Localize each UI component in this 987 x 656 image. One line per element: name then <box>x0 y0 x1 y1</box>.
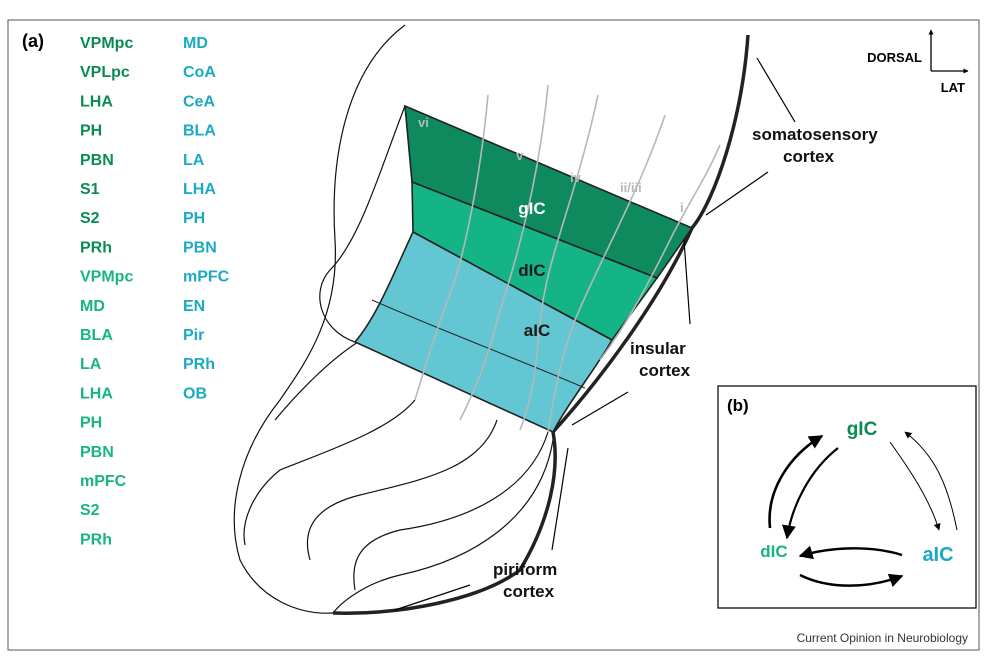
insular-leader-top <box>684 240 690 324</box>
afferent-col2-6: PH <box>183 210 205 227</box>
afferent-col1-medium-1: MD <box>80 298 105 315</box>
afferent-col2-1: CoA <box>183 64 216 81</box>
panel-b-aic-label: aIC <box>922 544 953 566</box>
afferent-col2-9: EN <box>183 298 205 315</box>
layer-vi-label: vi <box>418 115 429 130</box>
afferent-col1-dark-4: PBN <box>80 152 114 169</box>
somatosensory-leader-bottom <box>706 172 768 215</box>
afferent-col1-medium-3: LA <box>80 356 102 373</box>
fold-line-3 <box>307 420 497 560</box>
dic-label: dIC <box>518 261 545 280</box>
dorsal-label: DORSAL <box>867 50 922 65</box>
afferent-col1-medium-4: LHA <box>80 385 113 402</box>
afferent-col2-4: LA <box>183 152 205 169</box>
gic-label: gIC <box>518 199 545 218</box>
credit-text: Current Opinion in Neurobiology <box>797 631 968 645</box>
afferent-col1-medium-0: VPMpc <box>80 269 133 286</box>
afferent-col1-medium-7: mPFC <box>80 473 127 490</box>
afferent-col2-5: LHA <box>183 181 216 198</box>
afferent-col2-0: MD <box>183 35 208 52</box>
insular-label-line2: cortex <box>639 361 691 380</box>
aic-label: aIC <box>524 321 550 340</box>
panel-b-label: (b) <box>727 396 749 415</box>
somatosensory-label-line1: somatosensory <box>752 125 878 144</box>
panel-a-label: (a) <box>22 31 44 51</box>
afferent-col1-dark-7: PRh <box>80 239 112 256</box>
layer-ii-iii-label: ii/iii <box>620 180 642 195</box>
afferent-col1-dark-5: S1 <box>80 181 100 198</box>
afferent-col2-7: PBN <box>183 239 217 256</box>
afferent-col2-12: OB <box>183 385 207 402</box>
insular-leader-bottom <box>572 392 628 425</box>
somatosensory-leader-top <box>757 58 795 122</box>
panel-b: (b) gIC dIC aIC <box>718 386 976 608</box>
insular-label-line1: insular <box>630 339 686 358</box>
afferent-col1-medium-6: PBN <box>80 444 114 461</box>
afferent-col2-11: PRh <box>183 356 215 373</box>
layer-i-label: i <box>680 200 684 215</box>
afferent-list-column-1: VPMpcVPLpcLHAPHPBNS1S2PRhVPMpcMDBLALALHA… <box>80 35 133 548</box>
panel-b-gic-label: gIC <box>847 419 878 440</box>
afferent-col2-2: CeA <box>183 93 215 110</box>
layer-iv-label: iv <box>570 170 582 185</box>
orientation-compass: DORSAL LAT <box>867 30 968 95</box>
afferent-col2-10: Pir <box>183 327 204 344</box>
afferent-col2-3: BLA <box>183 123 216 140</box>
afferent-col1-dark-2: LHA <box>80 93 113 110</box>
layer-v-label: v <box>516 148 524 163</box>
piriform-label-line1: piriform <box>493 560 557 579</box>
fold-line-1 <box>275 342 358 420</box>
fold-line-2 <box>244 400 415 545</box>
panel-b-dic-label: dIC <box>760 542 787 561</box>
afferent-col1-dark-0: VPMpc <box>80 35 133 52</box>
afferent-col1-dark-6: S2 <box>80 210 100 227</box>
afferent-col1-medium-2: BLA <box>80 327 113 344</box>
afferent-col1-medium-9: PRh <box>80 531 112 548</box>
afferent-col1-dark-1: VPLpc <box>80 64 130 81</box>
afferent-col1-dark-3: PH <box>80 123 102 140</box>
afferent-col2-8: mPFC <box>183 269 230 286</box>
piriform-label-line2: cortex <box>503 582 555 601</box>
lat-label: LAT <box>941 80 965 95</box>
afferent-col1-medium-8: S2 <box>80 502 100 519</box>
somatosensory-label-line2: cortex <box>783 147 835 166</box>
afferent-col1-medium-5: PH <box>80 415 102 432</box>
